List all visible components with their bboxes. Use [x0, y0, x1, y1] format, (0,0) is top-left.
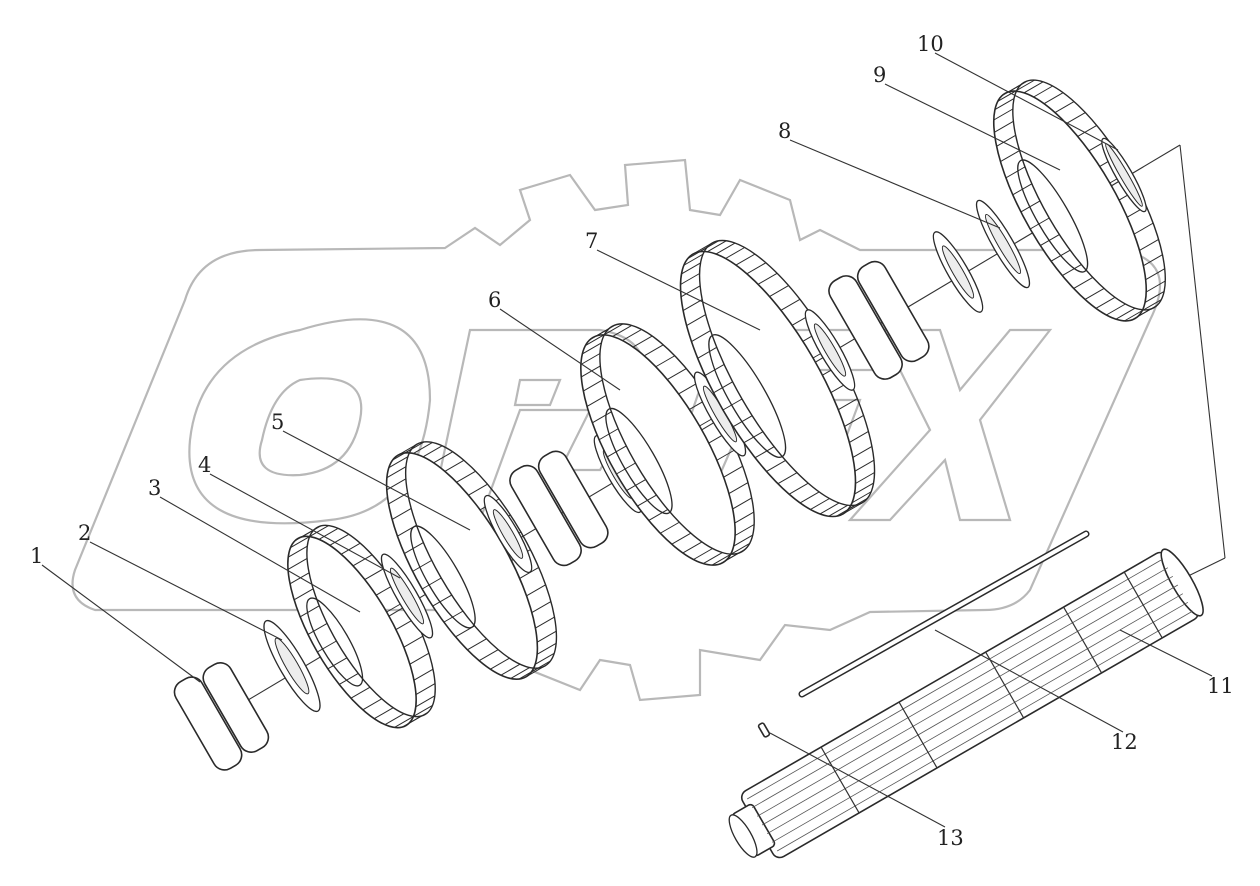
leader-lines: [41, 52, 1213, 828]
callout-1: 1: [30, 544, 43, 568]
callout-9: 9: [873, 63, 886, 87]
callout-7: 7: [585, 229, 598, 253]
callout-2: 2: [78, 521, 91, 545]
part-12-rod: [798, 530, 1090, 698]
washer-d: [932, 231, 984, 313]
callout-8: 8: [778, 119, 791, 143]
part-2-washer: [263, 619, 321, 713]
part-11-splined-shaft: [728, 548, 1204, 859]
synchro-ring-b: [693, 371, 747, 457]
part-10-snap-ring: [1101, 137, 1147, 213]
part-3-gear: [287, 524, 436, 729]
double-gear-middle: [509, 450, 609, 567]
callout-5: 5: [271, 410, 284, 434]
callout-12: 12: [1111, 730, 1138, 754]
washer-a: [483, 494, 533, 574]
part-9-gear: [992, 79, 1166, 322]
callout-labels: 1 2 3 4 5 6 7 8 9 10 11 12 13: [30, 32, 1234, 850]
callout-13: 13: [937, 826, 964, 850]
callout-10: 10: [917, 32, 944, 56]
part-5-gear: [385, 441, 558, 681]
callout-11: 11: [1207, 674, 1234, 698]
callout-3: 3: [148, 476, 161, 500]
double-gear-upper: [828, 260, 930, 380]
part-13-pin: [757, 722, 771, 738]
part-8-synchro-ring: [975, 199, 1031, 289]
part-7-gear: [679, 239, 876, 518]
washer-c: [804, 309, 856, 391]
part-6-gear: [580, 323, 755, 566]
part-1-double-gear: [173, 662, 270, 771]
callout-6: 6: [488, 288, 501, 312]
callout-4: 4: [198, 453, 211, 477]
